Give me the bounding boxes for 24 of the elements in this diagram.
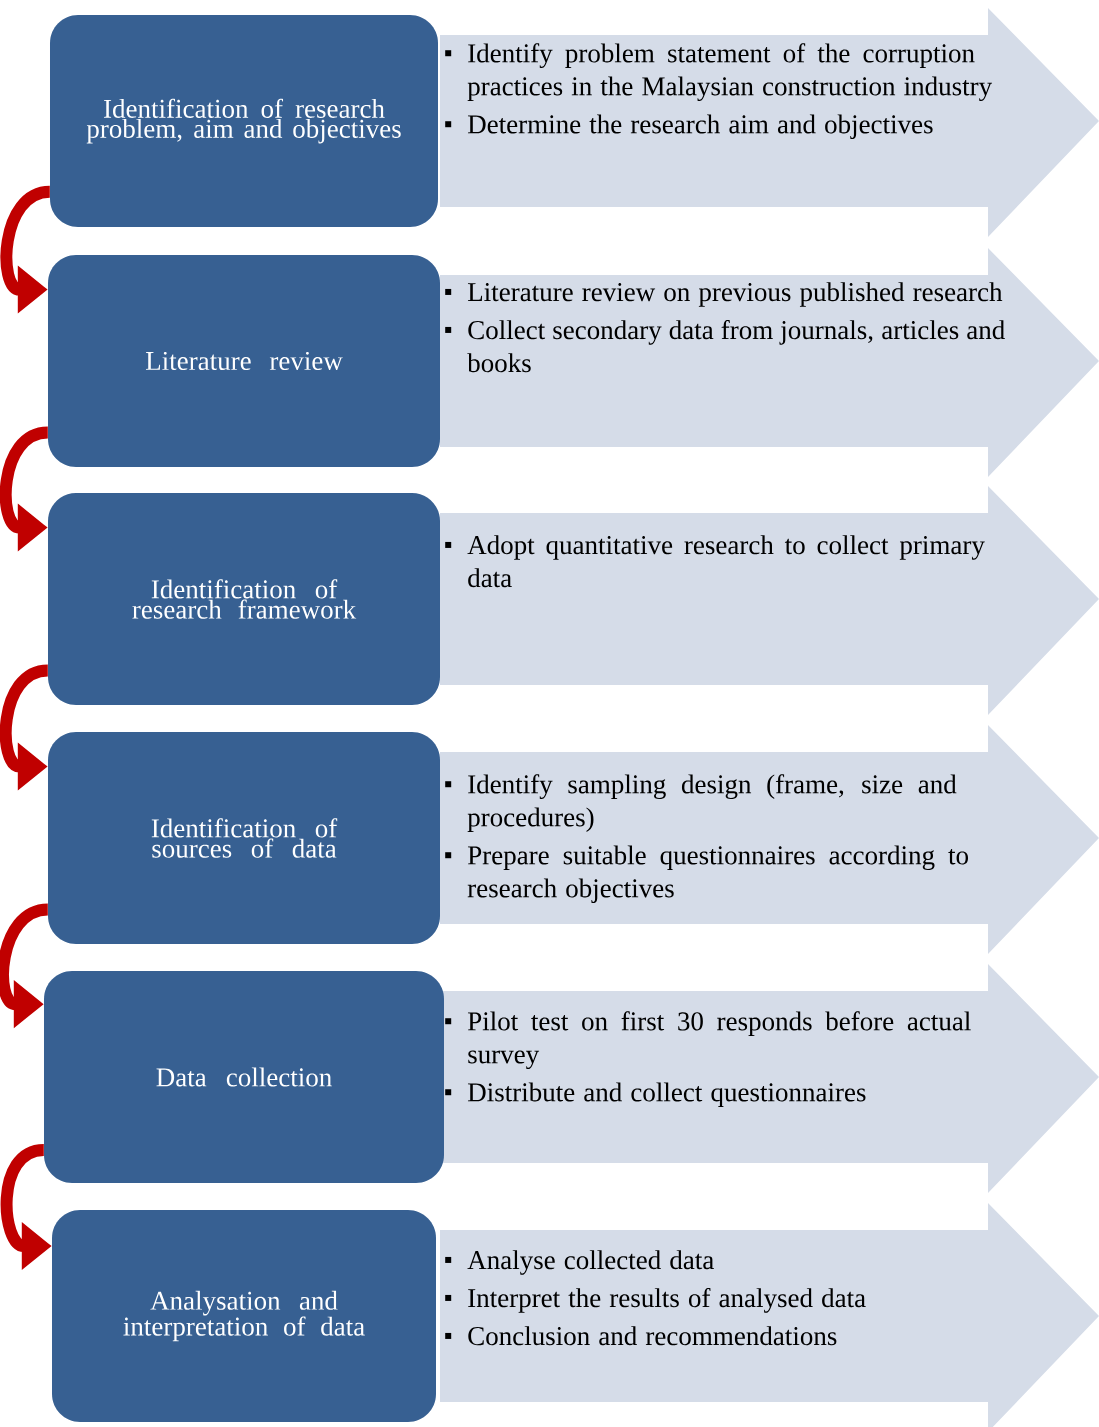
process-box: Identification of sources of data	[48, 732, 440, 944]
bullet-item: Analyse collected data	[445, 1250, 714, 1275]
bullet-item: Distribute and collect questionnaires	[445, 1082, 866, 1107]
arrow-panel	[440, 1203, 1099, 1427]
bullet-item: Pilot test on first 30 responds before actual survey	[445, 1011, 971, 1070]
process-box: Identification of research framework	[48, 493, 440, 705]
bullet-item: Conclusion and recommendations	[445, 1326, 837, 1346]
arrow-panel	[440, 8, 1099, 237]
bullet-item: Adopt quantitative research to collect primary data	[445, 535, 985, 588]
arrow-panel	[440, 964, 1099, 1193]
bullet-item: Prepare suitable questionnaires according to research objectives	[445, 845, 968, 903]
arrow-panel	[440, 248, 1099, 477]
bullet-item: Collect secondary data from journals, articles and books	[445, 319, 1005, 373]
bullet-item: Identify problem statement of the corruption practices in the Malaysian construction industry	[445, 43, 992, 102]
bullet-item: Interpret the results of analysed data	[445, 1287, 866, 1313]
process-box: Analysation and interpretation of data	[52, 1210, 436, 1422]
process-box: Identification of research problem, aim and objectives	[50, 15, 438, 227]
process-box: Data collection	[44, 971, 444, 1183]
bullet-item: Literature review on previous published research	[445, 282, 1003, 307]
process-box: Literature review	[48, 255, 440, 467]
bullet-item: Identify sampling design (frame, size and procedures)	[445, 774, 957, 832]
arrow-panel	[440, 486, 1099, 715]
arrow-panel	[440, 725, 1099, 954]
bullet-item: Determine the research aim and objectives	[445, 114, 933, 139]
